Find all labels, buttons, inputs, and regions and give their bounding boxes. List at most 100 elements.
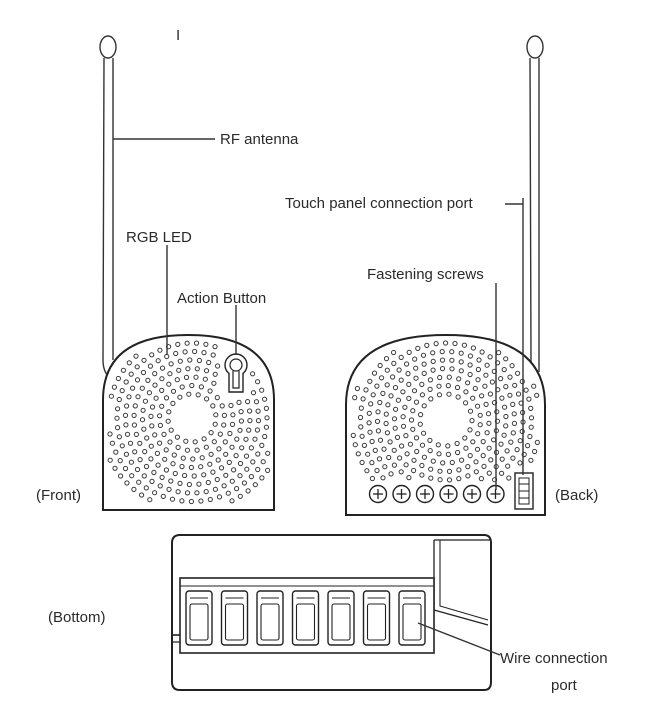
vent-hole (157, 422, 163, 428)
vent-hole (107, 457, 113, 463)
vent-hole (465, 464, 471, 470)
vent-hole (364, 468, 370, 474)
vent-hole (186, 481, 192, 488)
vent-hole (131, 486, 137, 492)
vent-hole (124, 403, 130, 409)
vent-hole (449, 459, 455, 466)
vent-hole (210, 469, 216, 475)
vent-hole (228, 402, 234, 409)
vent-hole (126, 394, 132, 400)
vent-hole (223, 472, 229, 478)
vent-hole (456, 467, 462, 473)
vent-hole (377, 437, 384, 443)
vent-hole (494, 409, 500, 415)
vent-hole (128, 371, 134, 377)
vent-hole (467, 453, 473, 459)
vent-hole (430, 358, 436, 364)
vent-hole (184, 340, 190, 346)
vent-hole (174, 377, 180, 383)
vent-hole (419, 381, 425, 387)
vent-hole (406, 395, 412, 401)
vent-hole (507, 392, 513, 398)
vent-hole (108, 393, 115, 399)
vent-hole (234, 436, 240, 442)
vent-hole (127, 440, 134, 446)
vent-hole (157, 440, 163, 446)
vent-hole (262, 396, 268, 402)
vent-hole (498, 376, 504, 382)
vent-hole (403, 462, 409, 468)
vent-hole (436, 392, 443, 398)
vent-hole (177, 358, 183, 364)
vent-hole (190, 456, 196, 462)
vent-hole (352, 442, 358, 448)
vent-hole (484, 430, 490, 436)
bottom-view (171, 534, 492, 691)
vent-hole (189, 382, 195, 389)
vent-hole (168, 361, 174, 367)
vent-hole (463, 400, 469, 406)
vent-hole (136, 479, 142, 485)
vent-hole (212, 486, 218, 492)
fastening-screws-label: Fastening screws (367, 266, 484, 283)
vent-hole (412, 356, 418, 362)
vent-hole (415, 345, 421, 351)
wire-port-label-line2: port (551, 677, 578, 694)
vent-hole (179, 498, 185, 504)
vent-hole (143, 485, 149, 491)
vent-hole (168, 427, 174, 433)
back-label: (Back) (555, 487, 598, 504)
vent-hole (202, 376, 208, 382)
vent-hole (119, 388, 125, 394)
vent-hole (139, 492, 145, 498)
vent-hole (126, 360, 132, 366)
vent-hole (430, 367, 436, 373)
vent-hole (201, 472, 207, 478)
vent-hole (402, 404, 408, 410)
vent-hole (467, 371, 473, 378)
vent-hole (458, 350, 464, 356)
vent-hole (358, 424, 364, 430)
leader-lines (113, 138, 524, 656)
vent-hole (236, 399, 242, 405)
vent-hole (483, 401, 489, 407)
vent-hole (114, 415, 120, 421)
vent-hole (463, 389, 469, 395)
vent-hole (157, 347, 163, 353)
vent-hole (405, 371, 411, 377)
vent-hole (410, 408, 416, 414)
vent-hole (182, 349, 188, 355)
vent-hole (221, 412, 227, 418)
vent-hole (534, 392, 540, 398)
vent-hole (157, 483, 163, 489)
vent-hole (483, 372, 489, 378)
vent-hole (473, 459, 479, 465)
vent-hole (428, 396, 434, 402)
vent-hole (245, 399, 251, 405)
vent-hole (237, 473, 243, 479)
stray-mark: I (176, 27, 180, 44)
vent-hole (459, 457, 465, 463)
vent-hole (376, 456, 383, 462)
vent-hole (400, 389, 406, 395)
vent-hole (467, 427, 473, 433)
vent-hole (374, 383, 380, 389)
vent-hole (510, 401, 516, 407)
vent-hole (420, 352, 427, 358)
vent-hole (177, 394, 183, 400)
vent-hole (398, 377, 404, 383)
vent-hole (241, 480, 247, 486)
vent-hole (433, 341, 439, 347)
vent-hole (410, 426, 416, 432)
vent-hole (203, 444, 209, 450)
vent-hole (400, 423, 407, 429)
vent-hole (128, 459, 134, 465)
vent-hole (130, 385, 136, 391)
vent-hole (196, 357, 202, 364)
vent-hole (155, 358, 161, 364)
front-vent-holes (107, 340, 271, 505)
vent-hole (421, 454, 427, 460)
vent-hole (259, 387, 265, 393)
vent-hole (183, 438, 189, 444)
